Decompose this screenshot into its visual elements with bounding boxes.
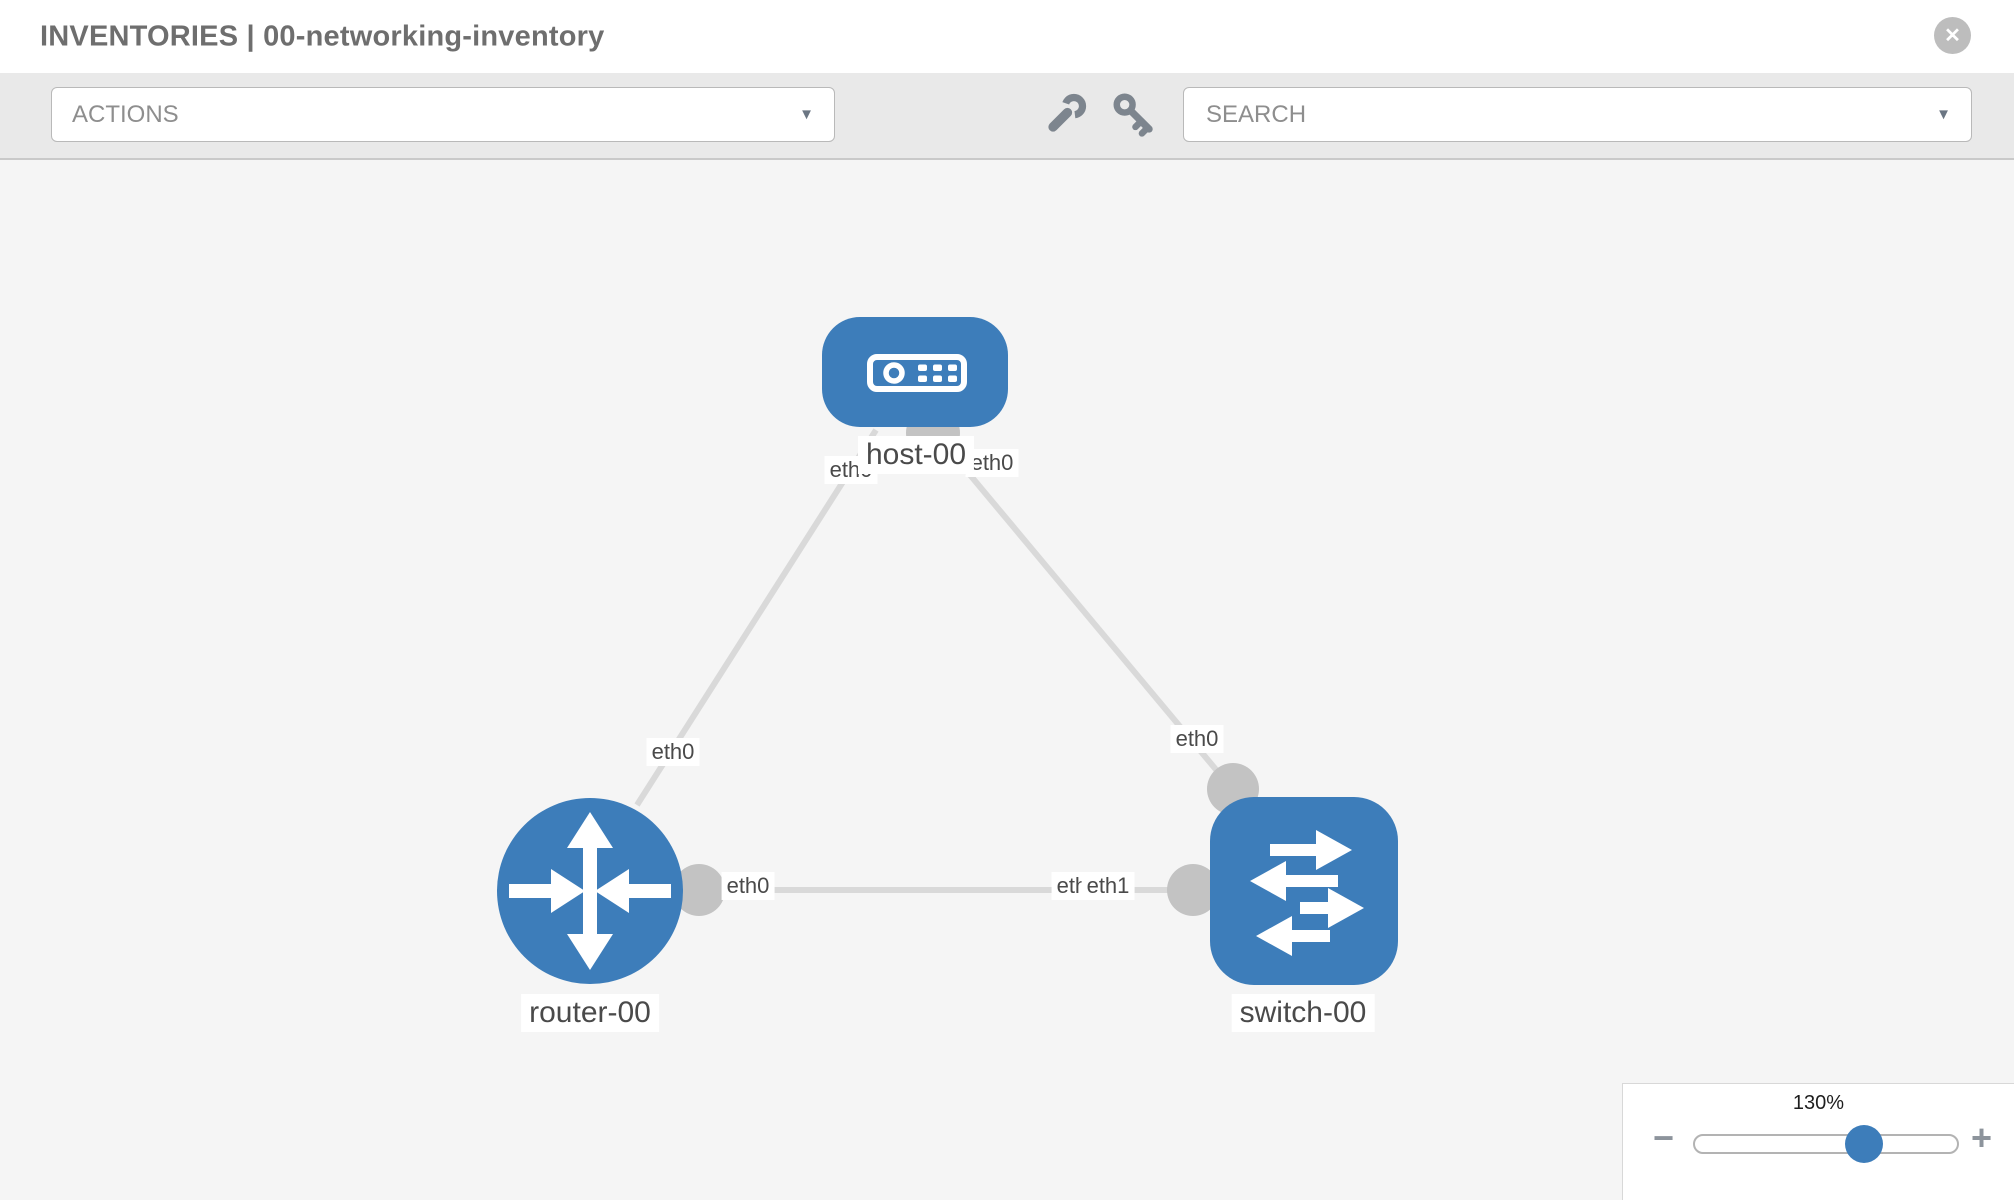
interface-label: eth0 — [646, 738, 700, 766]
zoom-panel: 130% − + — [1622, 1083, 2014, 1200]
interface-label: eth1 — [1081, 872, 1135, 900]
zoom-slider-handle[interactable] — [1845, 1125, 1883, 1163]
search-input[interactable] — [1204, 99, 1925, 130]
minus-icon: − — [1653, 1117, 1675, 1158]
key-icon — [1113, 93, 1153, 137]
zoom-in-button[interactable]: + — [1971, 1120, 1992, 1156]
zoom-slider-track[interactable] — [1693, 1134, 1959, 1154]
header: INVENTORIES | 00-networking-inventory ✕ — [0, 0, 2014, 73]
interface-dot-switch-left — [1167, 864, 1219, 916]
close-button[interactable]: ✕ — [1934, 17, 1971, 54]
topology-svg — [497, 317, 1398, 985]
switch-icon — [1250, 830, 1364, 956]
actions-label: ACTIONS — [72, 100, 179, 128]
node-label-switch: switch-00 — [1231, 994, 1375, 1032]
zoom-out-button[interactable]: − — [1653, 1120, 1674, 1156]
chevron-down-icon[interactable]: ▼ — [1936, 106, 1951, 123]
host-icon — [867, 354, 967, 392]
interface-label: eth0 — [721, 872, 775, 900]
node-switch[interactable] — [1210, 797, 1398, 985]
interface-label: eth0 — [965, 449, 1019, 477]
zoom-level: 130% — [1792, 1092, 1845, 1114]
close-icon: ✕ — [1944, 25, 1961, 47]
interface-dot-router — [673, 864, 725, 916]
node-host[interactable] — [822, 317, 1008, 427]
node-router[interactable] — [497, 798, 683, 984]
topology-canvas: eth0 eth0 eth0 eth0 eth0 eth0 eth1 host-… — [0, 160, 2014, 1200]
page-title: INVENTORIES | 00-networking-inventory — [40, 20, 605, 52]
node-label-host: host-00 — [857, 436, 975, 474]
configure-button[interactable] — [1043, 91, 1089, 137]
node-label-router: router-00 — [521, 994, 659, 1032]
credentials-button[interactable] — [1111, 91, 1157, 137]
toolbar: ACTIONS ▼ ▼ — [0, 73, 2014, 160]
wrench-icon — [1048, 93, 1087, 132]
chevron-down-icon: ▼ — [799, 106, 814, 123]
router-icon — [509, 812, 671, 970]
actions-dropdown[interactable]: ACTIONS ▼ — [51, 87, 835, 142]
search-box[interactable]: ▼ — [1183, 87, 1972, 142]
plus-icon: + — [1971, 1117, 1993, 1158]
interface-label: eth0 — [1170, 725, 1224, 753]
